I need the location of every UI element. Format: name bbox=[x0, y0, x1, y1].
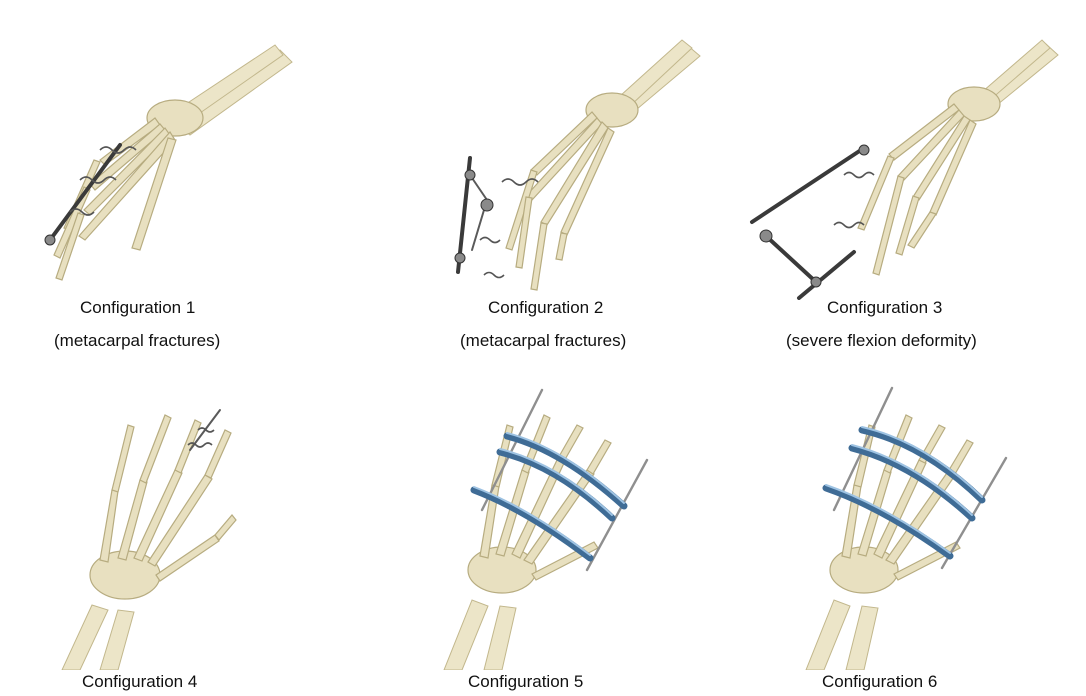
ring-fixator-icon bbox=[822, 426, 986, 560]
subcaption-config-1: (metacarpal fractures) bbox=[54, 331, 221, 350]
caption-config-2: Configuration 2 bbox=[488, 298, 604, 317]
subcaption-config-3: (severe flexion deformity) bbox=[786, 331, 977, 350]
caption-config-6: Configuration 6 bbox=[822, 672, 938, 691]
ring-fixator-icon bbox=[470, 432, 628, 562]
panel-configuration-4: Configuration 4 bbox=[0, 370, 362, 696]
panel-configuration-6: Configuration 6 bbox=[724, 370, 1086, 696]
panel-configuration-2: Configuration 2 (metacarpal fractures) bbox=[362, 0, 724, 360]
pin-clamp-icon bbox=[44, 146, 137, 246]
hand-illustration-config-1 bbox=[44, 44, 293, 281]
hand-illustration-config-5 bbox=[443, 388, 649, 670]
pin-clamp-icon bbox=[454, 169, 539, 279]
hand-illustration-config-3 bbox=[750, 39, 1059, 300]
caption-config-3: Configuration 3 bbox=[827, 298, 943, 317]
panel-configuration-3: Configuration 3 (severe flexion deformit… bbox=[724, 0, 1086, 360]
hand-illustration-config-6 bbox=[805, 386, 1008, 670]
panel-configuration-5: Configuration 5 bbox=[362, 370, 724, 696]
hand-illustration-config-2 bbox=[454, 39, 701, 291]
panel-configuration-1: Configuration 1 (metacarpal fractures) bbox=[0, 0, 362, 360]
caption-config-5: Configuration 5 bbox=[468, 672, 584, 691]
caption-config-1: Configuration 1 bbox=[80, 298, 196, 317]
pin-clamp-icon bbox=[759, 144, 875, 288]
subcaption-config-2: (metacarpal fractures) bbox=[460, 331, 627, 350]
hand-illustration-config-4 bbox=[61, 409, 237, 670]
pin-clamp-icon bbox=[187, 427, 215, 448]
caption-config-4: Configuration 4 bbox=[82, 672, 198, 691]
